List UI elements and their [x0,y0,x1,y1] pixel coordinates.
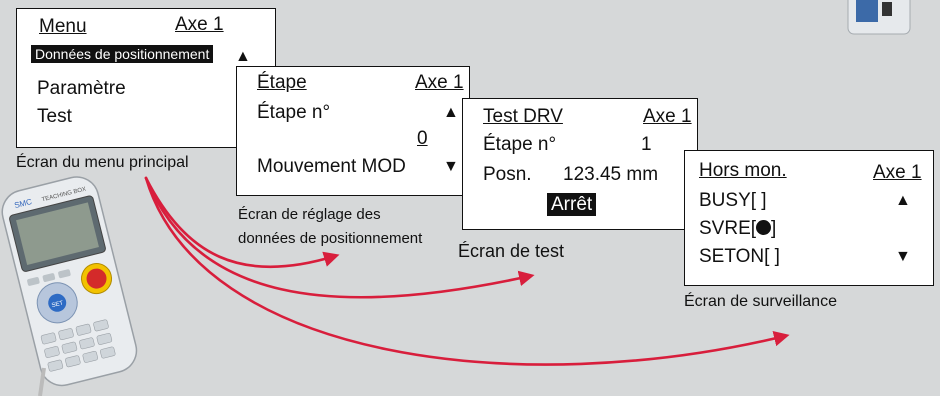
step-caption-line2: données de positionnement [238,230,423,247]
test-position-label: Posn. [483,164,532,185]
step-axis: Axe 1 [415,72,464,93]
menu-item-positioning-data[interactable]: Données de positionnement [31,45,214,63]
monitor-seton: SETON[ ] [699,246,780,267]
test-screen: Test DRV Axe 1 Étape n° 1 Posn. 123.45 m… [462,98,698,230]
menu-axis: Axe 1 [175,14,224,35]
monitor-axis: Axe 1 [873,162,922,183]
step-caption-line1: Écran de réglage des [238,206,381,223]
step-number-value[interactable]: 0 [417,128,428,149]
monitor-up-arrow: ▲ [895,192,911,209]
monitor-screen: Hors mon. Axe 1 BUSY[ ] ▲ SVRE[] SETON[ … [684,150,934,286]
step-settings-screen: Étape Axe 1 Étape n° ▲ 0 Mouvement MOD ▼ [236,66,470,196]
monitor-down-arrow: ▼ [895,248,911,265]
step-number-label: Étape n° [257,102,331,123]
step-title: Étape [257,72,307,93]
test-axis: Axe 1 [643,106,692,127]
main-menu-screen: Menu Axe 1 Données de positionnement ▲ P… [16,8,276,148]
step-down-arrow: ▼ [443,158,459,175]
device-set-key: SET [51,300,64,309]
step-up-arrow: ▲ [443,104,459,121]
test-caption: Écran de test [458,241,565,261]
monitor-svre-label: SVRE[ [699,218,757,239]
monitor-caption: Écran de surveillance [684,293,837,310]
test-step-label: Étape n° [483,134,557,155]
device-brand: SMC [13,197,33,210]
monitor-title: Hors mon. [699,160,787,181]
svre-status-dot-icon [756,220,772,235]
monitor-svre-close: ] [771,218,777,239]
test-position-value: 123.45 mm [563,164,659,185]
monitor-svre: SVRE[] [699,219,776,238]
menu-item-parameter[interactable]: Paramètre [37,78,126,99]
menu-item-test[interactable]: Test [37,106,72,127]
step-move-label: Mouvement MOD [257,156,406,177]
test-stop-button[interactable]: Arrêt [547,193,597,216]
menu-title: Menu [39,16,87,37]
monitor-busy: BUSY[ ] [699,190,767,211]
menu-up-arrow: ▲ [235,48,251,65]
main-menu-caption: Écran du menu principal [16,154,189,171]
test-step-value: 1 [641,134,652,155]
test-title: Test DRV [483,106,563,127]
device-model: TEACHING BOX [41,187,86,204]
